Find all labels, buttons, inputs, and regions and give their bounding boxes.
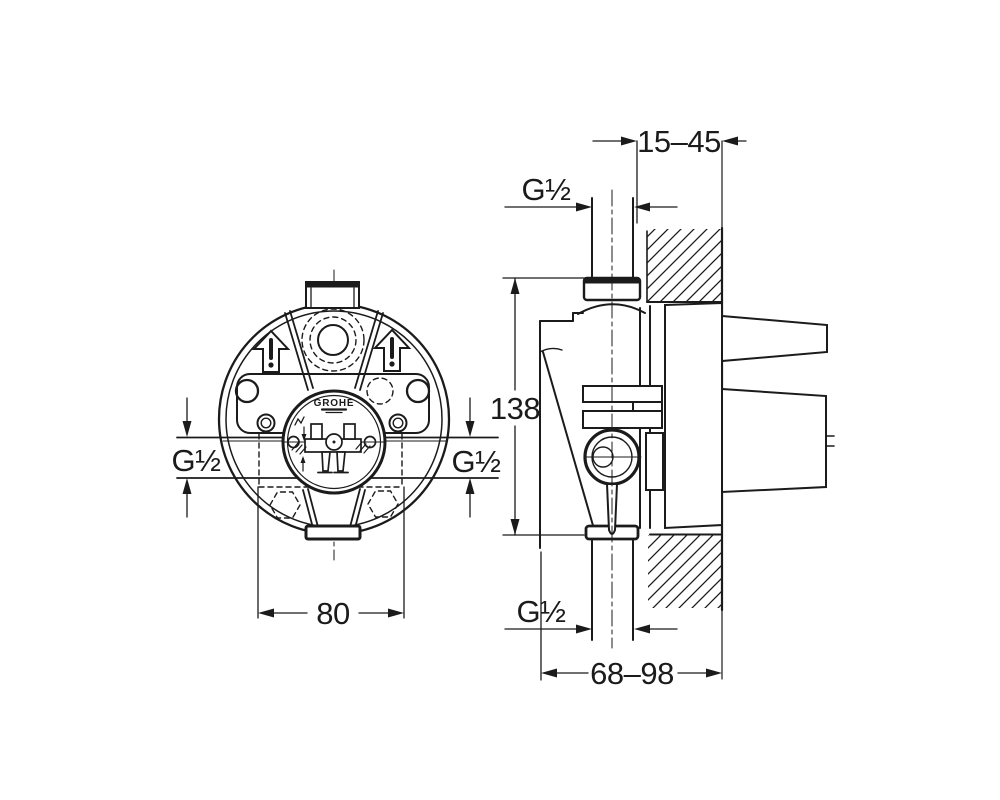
top-wedge-ribs (284, 310, 384, 391)
grohe-logo: GROHE (314, 398, 355, 414)
tiny-symbol (294, 416, 305, 426)
hidden-hex-right (367, 490, 399, 518)
top-stub (305, 281, 360, 309)
dim-g12-top: G½ (504, 172, 678, 212)
grohe-logo-text: GROHE (314, 398, 355, 409)
hidden-hex-left (269, 491, 301, 519)
mounting-hole-left (234, 378, 260, 404)
dim-label-15-45: 15–45 (637, 124, 721, 159)
warning-arrow-left: ! (251, 329, 291, 373)
cone-edge (542, 351, 595, 530)
dim-g12-right: G½ (452, 397, 502, 518)
cartridge-mechanism (283, 416, 385, 474)
valve-side-body (539, 197, 664, 641)
spindle-stub (825, 435, 835, 447)
dim-label-138: 138 (490, 391, 540, 426)
dim-label-68-98: 68–98 (590, 656, 674, 691)
dim-label-g12-left: G½ (172, 443, 222, 478)
side-view: 15–45 G½ 138 G½ (490, 124, 835, 691)
dim-label-g12-right: G½ (452, 444, 502, 479)
screw-ring-left (256, 413, 276, 433)
warning-arrow-right: ! (372, 328, 412, 372)
bottom-stub (304, 524, 362, 541)
wall-hatch-lower (648, 535, 722, 608)
dimension-138: 138 (490, 277, 591, 536)
dim-label-80: 80 (316, 596, 350, 631)
front-view: ! ! GROHE (172, 269, 502, 631)
wall-hatch-upper (647, 229, 722, 302)
screw-ring-right (388, 413, 408, 433)
dimension-15-45: 15–45 (592, 124, 747, 224)
valve-cartridge-front: GROHE (281, 389, 387, 495)
protective-cover (721, 314, 835, 494)
dimension-80: 80 (257, 486, 405, 631)
top-port (301, 308, 365, 372)
sleeve-lower (721, 387, 827, 494)
cover-slab (664, 301, 723, 530)
mounting-hole-right (405, 378, 431, 404)
sleeve-upper (721, 314, 828, 363)
hidden-hole-dashed (366, 377, 394, 405)
dimension-68-98: 68–98 (540, 551, 722, 691)
dim-g12-left: G½ (172, 397, 222, 518)
bottom-wedge-ribs (302, 488, 366, 529)
dim-label-g12-top: G½ (522, 172, 572, 207)
